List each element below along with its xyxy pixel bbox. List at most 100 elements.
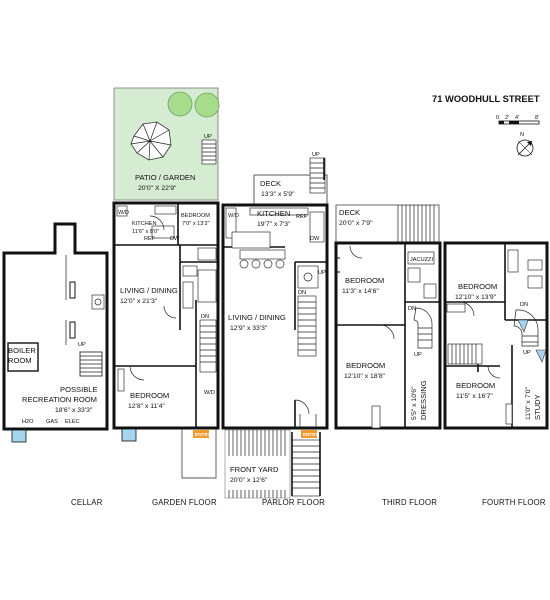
compass-north-label: N: [520, 132, 524, 138]
floor-name-parlor: PARLOR FLOOR: [262, 498, 325, 507]
scale-tick-8: 8': [535, 115, 539, 121]
parlor-up-label: UP: [318, 270, 326, 276]
garden-bedroom-label: BEDROOM: [130, 391, 169, 400]
parlor-dn-label: DN: [298, 290, 306, 296]
fourth-front-bedroom-label: BEDROOM: [456, 381, 495, 390]
recreation-room-label-2: RECREATION ROOM: [22, 395, 97, 404]
patio-up-label: UP: [204, 134, 212, 140]
third-deck-dim: 20'0" x 7'9": [339, 220, 373, 227]
jacuzzi-label: JACUZZI: [410, 257, 433, 263]
garden-wd2-label: W/D: [204, 390, 215, 396]
parlor-deck-label: DECK: [260, 179, 281, 188]
parlor-living-label: LIVING / DINING: [228, 313, 286, 322]
fourth-rear-bedroom-dim: 12'10" x 13'9": [455, 294, 497, 301]
third-stairs: [413, 307, 433, 349]
parlor-floor-plan: W/D DW REF UP DN: [221, 203, 329, 430]
parlor-ref-label: REF: [296, 214, 308, 220]
garden-bedroom-closet: [117, 368, 125, 392]
garden-kitchen-label: KITCHEN: [132, 221, 157, 227]
recreation-room-dim: 18'6" x 33'3": [55, 407, 93, 414]
cellar-stairs: [79, 351, 103, 377]
dressing-dim: 5'5" x 10'6": [411, 386, 418, 420]
parlor-bath: [297, 265, 319, 289]
parlor-living-dim: 12'9" x 33'3": [230, 325, 268, 332]
third-floor-plan: JACUZZI DN UP: [334, 241, 442, 430]
garden-entry-label: ENTRY: [195, 432, 210, 437]
garden-small-bedroom-dim: 7'0" x 13'2": [182, 221, 210, 227]
garden-dn-label: DN: [201, 314, 209, 320]
tree-icon: [167, 91, 220, 118]
patio-stairs: [201, 139, 217, 165]
fourth-dn-label: DN: [520, 302, 528, 308]
patio-garden: UP: [113, 87, 220, 201]
parlor-entry-label: ENTRY: [303, 432, 318, 437]
garden-dw-label: DW: [170, 236, 180, 242]
dressing-label: DRESSING: [419, 380, 428, 420]
garden-bath: [182, 247, 217, 309]
parlor-deck: [253, 157, 328, 206]
stoop-stairs: [291, 432, 321, 497]
third-up-label: UP: [414, 352, 422, 358]
front-yard-dim: 20'0" x 12'6": [230, 477, 268, 484]
fourth-front-bedroom-dim: 11'5" x 16'7": [456, 393, 493, 400]
third-deck: [335, 204, 440, 244]
garden-stairs: [199, 319, 217, 373]
cellar-bath: [91, 294, 105, 310]
fourth-stairs: [513, 309, 539, 347]
boiler-room-label-1: BOILER: [8, 346, 36, 355]
scale-tick-0: 0: [496, 115, 499, 121]
scale-tick-4: 4': [515, 115, 519, 121]
fourth-up-label: UP: [523, 350, 531, 356]
patio-label: PATIO / GARDEN: [135, 173, 195, 182]
fourth-floor-plan: DN UP: [443, 241, 549, 430]
parlor-kitchen-dim: 19'7" x 7'3": [257, 221, 291, 228]
parlor-wd-label: W/D: [228, 213, 239, 219]
meter-elec: ELEC: [65, 419, 80, 425]
patio-dim: 20'0" X 22'9": [138, 185, 177, 192]
scale-bar: 0 2' 4' 8': [496, 115, 540, 125]
third-bath: [407, 251, 437, 299]
garden-kitchen-fixtures: [116, 205, 177, 239]
cellar-up-label: UP: [78, 342, 86, 348]
study-label: STUDY: [533, 394, 542, 420]
parlor-stairs: [297, 295, 317, 357]
recreation-room-label-1: POSSIBLE: [60, 385, 98, 394]
garden-bedroom-dim: 12'8" x 11'4": [128, 403, 165, 410]
floor-name-fourth: FOURTH FLOOR: [482, 498, 546, 507]
property-title: 71 WOODHULL STREET: [432, 93, 540, 104]
compass-icon: N: [516, 132, 534, 157]
parlor-dw-label: DW: [310, 236, 320, 242]
fourth-bath: [507, 249, 543, 289]
garden-kitchen-dim: 11'6" x 8'0": [132, 229, 159, 235]
cellar-plan: UP H2O GAS ELEC: [2, 222, 109, 443]
umbrella-icon: [130, 121, 172, 161]
garden-living-dim: 12'0" x 21'3": [120, 298, 158, 305]
scale-tick-2: 2': [505, 115, 509, 121]
front-yard-label: FRONT YARD: [230, 465, 279, 474]
third-front-bedroom-label: BEDROOM: [346, 361, 385, 370]
garden-small-bedroom-label: BEDROOM: [181, 213, 210, 219]
garden-ref-label: REF: [144, 236, 156, 242]
fourth-rear-bedroom-label: BEDROOM: [458, 282, 497, 291]
study-dim: 11'0" x 7'0": [525, 386, 532, 420]
garden-entry-stoop: [181, 428, 217, 479]
floor-name-cellar: CELLAR: [71, 498, 103, 507]
third-deck-label: DECK: [339, 208, 360, 217]
meter-h2o: H2O: [22, 419, 34, 425]
garden-wd-label: W/D: [118, 210, 129, 216]
cellar-window-well: [11, 429, 27, 443]
parlor-deck-up-label: UP: [312, 152, 320, 158]
third-rear-bedroom-dim: 11'3" x 14'6": [342, 288, 379, 295]
garden-living-label: LIVING / DINING: [120, 286, 178, 295]
third-rear-bedroom-label: BEDROOM: [345, 276, 384, 285]
parlor-kitchen-label: KITCHEN: [257, 209, 290, 218]
third-dn-label: DN: [408, 306, 416, 312]
front-yard: [224, 429, 321, 499]
fourth-skylight: [517, 319, 547, 363]
parlor-kitchen-fixtures: [225, 207, 325, 269]
floor-name-garden: GARDEN FLOOR: [152, 498, 217, 507]
meter-gas: GAS: [46, 419, 58, 425]
garden-window-well: [121, 428, 137, 442]
garden-floor-plan: W/D REF DW DN W/D ENTRY: [112, 201, 220, 479]
